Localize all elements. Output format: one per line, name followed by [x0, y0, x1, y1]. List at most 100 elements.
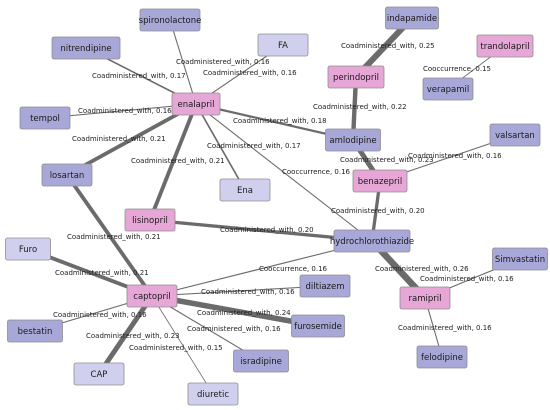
- node-box-isradipine[interactable]: [233, 349, 289, 373]
- node-spironolactone[interactable]: spironolactone: [139, 8, 202, 32]
- node-box-furosemide[interactable]: [291, 314, 345, 338]
- node-box-diltiazem[interactable]: [299, 274, 351, 298]
- node-box-simvastatin[interactable]: [492, 247, 548, 271]
- node-label-fa: FA: [278, 41, 288, 51]
- edge-label-losartan-captopril: Coadministered_with, 0.21: [67, 233, 161, 241]
- node-isradipine[interactable]: isradipine: [233, 349, 289, 373]
- node-box-verapamil[interactable]: [422, 77, 474, 101]
- edge-label-captopril-diltiazem: Coadministered_with, 0.16: [201, 288, 295, 296]
- node-label-captopril: captopril: [133, 292, 170, 302]
- node-furosemide[interactable]: furosemide: [291, 314, 345, 338]
- node-furo[interactable]: Furo: [5, 237, 51, 261]
- edge-losartan-captopril: [65, 173, 154, 298]
- node-box-benazepril[interactable]: [352, 169, 408, 193]
- node-box-tempol[interactable]: [19, 106, 71, 130]
- node-box-nitrendipine[interactable]: [51, 36, 121, 60]
- node-box-spironolactone[interactable]: [139, 8, 201, 32]
- node-box-valsartan[interactable]: [489, 123, 541, 147]
- edge-label-captopril-isradipine: Coadministered_with, 0.16: [187, 325, 281, 333]
- edge-label-captopril-cap: Coadministered_with, 0.23: [86, 332, 180, 340]
- node-label-valsartan: valsartan: [495, 131, 535, 141]
- edge-captopril-diuretic: [151, 295, 214, 395]
- node-label-amlodipine: amlodipine: [329, 136, 376, 146]
- edge-label-captopril-furosemide: Coadministered_with, 0.24: [197, 309, 291, 317]
- node-box-losartan[interactable]: [41, 163, 93, 187]
- node-box-ena[interactable]: [219, 178, 271, 202]
- node-label-losartan: losartan: [50, 171, 85, 181]
- node-label-ramipril: ramipril: [409, 294, 442, 304]
- node-label-trandolapril: trandolapril: [480, 42, 529, 52]
- edge-label-hydrochlorothiazide-ramipril: Coadministered_with, 0.26: [375, 265, 469, 273]
- node-hydrochlorothiazide[interactable]: hydrochlorothiazide: [330, 229, 414, 253]
- node-benazepril[interactable]: benazepril: [352, 169, 408, 193]
- node-label-furosemide: furosemide: [294, 322, 342, 332]
- node-losartan[interactable]: losartan: [41, 163, 93, 187]
- node-box-amlodipine[interactable]: [325, 128, 381, 152]
- node-label-nitrendipine: nitrendipine: [60, 44, 111, 54]
- edge-label-furo-captopril: Coadministered_with, 0.21: [55, 269, 149, 277]
- node-amlodipine[interactable]: amlodipine: [325, 128, 381, 152]
- edge-label-enalapril-losartan: Coadministered_with, 0.21: [72, 135, 166, 143]
- node-indapamide[interactable]: indapamide: [385, 6, 439, 30]
- node-enalapril[interactable]: enalapril: [171, 92, 221, 116]
- node-felodipine[interactable]: felodipine: [416, 345, 468, 369]
- node-layer: spironolactone indapamide nitrendipine FA tr…: [5, 6, 548, 406]
- edge-enalapril-spironolactone: [169, 19, 197, 105]
- node-verapamil[interactable]: verapamil: [422, 77, 474, 101]
- node-box-trandolapril[interactable]: [476, 34, 534, 58]
- node-box-lisinopril[interactable]: [124, 208, 176, 232]
- edge-label-benazepril-valsartan: Coadministered_with, 0.16: [408, 152, 502, 160]
- node-bestatin[interactable]: bestatin: [7, 319, 63, 343]
- node-simvastatin[interactable]: Simvastatin: [492, 247, 548, 271]
- node-box-fa[interactable]: [257, 33, 309, 57]
- node-diuretic[interactable]: diuretic: [187, 382, 239, 406]
- node-label-isradipine: isradipine: [240, 357, 282, 367]
- node-trandolapril[interactable]: trandolapril: [476, 34, 534, 58]
- node-perindopril[interactable]: perindopril: [327, 65, 385, 89]
- edge-label-enalapril-fa: Coadministered_with, 0.16: [203, 69, 297, 77]
- node-box-hydrochlorothiazide[interactable]: [333, 229, 411, 253]
- node-box-captopril[interactable]: [126, 284, 178, 308]
- edge-enalapril-hydrochlorothiazide: [195, 103, 373, 242]
- node-ramipril[interactable]: ramipril: [399, 286, 451, 310]
- node-box-felodipine[interactable]: [416, 345, 468, 369]
- edge-label-enalapril-lisinopril: Coadministered_with, 0.21: [131, 157, 225, 165]
- edge-label-ramipril-felodipine: Coadministered_with, 0.16: [398, 324, 492, 332]
- node-label-furo: Furo: [19, 245, 37, 255]
- node-valsartan[interactable]: valsartan: [489, 123, 541, 147]
- edge-label-enalapril-hydrochlorothiazide: Cooccurrence, 0.16: [282, 168, 351, 176]
- node-label-perindopril: perindopril: [333, 73, 379, 83]
- edge-label-captopril-diuretic: Coadministered_with, 0.15: [129, 344, 223, 352]
- edge-captopril-diltiazem: [151, 285, 326, 297]
- edge-label-layer: Coadministered_with, 0.16Coadministered_…: [53, 42, 514, 352]
- node-label-bestatin: bestatin: [18, 327, 53, 337]
- edge-enalapril-ena: [195, 103, 246, 191]
- node-box-perindopril[interactable]: [327, 65, 385, 89]
- node-box-enalapril[interactable]: [171, 92, 221, 116]
- node-label-felodipine: felodipine: [421, 353, 463, 363]
- edge-label-enalapril-ena: Coadministered_with, 0.17: [207, 142, 301, 150]
- node-lisinopril[interactable]: lisinopril: [124, 208, 176, 232]
- edge-captopril-furosemide: [149, 293, 321, 329]
- node-label-benazepril: benazepril: [358, 177, 403, 187]
- node-label-verapamil: verapamil: [427, 85, 470, 95]
- node-box-bestatin[interactable]: [7, 319, 63, 343]
- node-box-cap[interactable]: [73, 362, 125, 386]
- node-diltiazem[interactable]: diltiazem: [299, 274, 351, 298]
- edge-label-perindopril-amlodipine: Coadministered_with, 0.22: [313, 103, 407, 111]
- node-nitrendipine[interactable]: nitrendipine: [51, 36, 121, 60]
- node-label-spironolactone: spironolactone: [139, 16, 202, 26]
- node-cap[interactable]: CAP: [73, 362, 125, 386]
- node-ena[interactable]: Ena: [219, 178, 271, 202]
- node-box-diuretic[interactable]: [187, 382, 239, 406]
- edge-label-lisinopril-hydrochlorothiazide: Coadministered_with, 0.20: [220, 226, 314, 234]
- edge-enalapril-losartan: [65, 102, 198, 177]
- node-tempol[interactable]: tempol: [19, 106, 71, 130]
- node-captopril[interactable]: captopril: [126, 284, 178, 308]
- node-box-ramipril[interactable]: [399, 286, 451, 310]
- node-box-indapamide[interactable]: [385, 6, 439, 30]
- node-box-furo[interactable]: [5, 237, 51, 261]
- node-fa[interactable]: FA: [257, 33, 309, 57]
- node-label-diltiazem: diltiazem: [306, 282, 345, 292]
